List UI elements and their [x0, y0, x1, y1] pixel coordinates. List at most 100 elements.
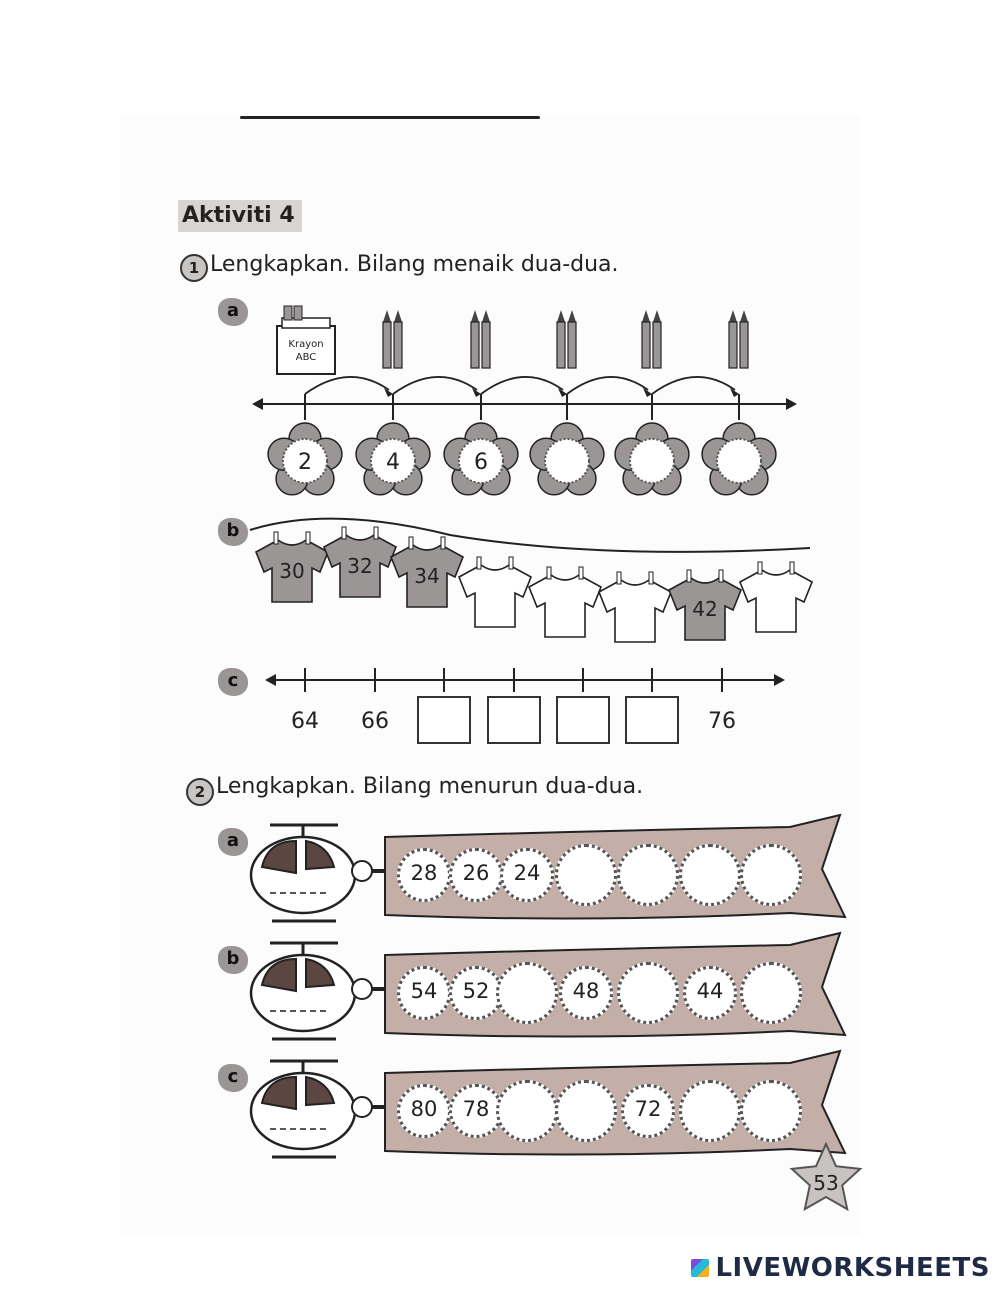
helicopter-window-icon [305, 839, 336, 871]
banner-number: 28 [410, 861, 438, 885]
shirt-number: 30 [279, 559, 304, 583]
flower-number: 4 [386, 450, 400, 475]
jump-arc [304, 376, 390, 395]
answer-circle[interactable] [740, 962, 802, 1024]
crayon-icon [382, 321, 392, 369]
question-1-number: 1 [180, 254, 208, 282]
question-1-text: Lengkapkan. Bilang menaik dua-dua. [210, 252, 619, 277]
question-2-text: Lengkapkan. Bilang menurun dua-dua. [216, 774, 644, 799]
jump-arc [392, 376, 478, 395]
answer-box[interactable] [625, 696, 679, 744]
crayon-icon [393, 321, 403, 369]
flower-answer-circle [544, 438, 590, 484]
shirt-number: 42 [692, 597, 717, 621]
shirt-icon [738, 569, 814, 633]
shirt-icon [457, 564, 533, 628]
answer-circle[interactable] [679, 1080, 741, 1142]
number-circle [500, 848, 554, 902]
footer-brand-text: LIVEWORKSHEETS [715, 1253, 990, 1283]
number-line-label: 76 [708, 709, 736, 734]
shirt-icon [597, 579, 673, 643]
arc-arrow-icon [643, 388, 652, 397]
crayon-icon [482, 310, 490, 322]
clothes-peg-icon [686, 569, 692, 583]
crayon-icon [394, 310, 402, 322]
clothes-peg-icon [341, 526, 347, 540]
helicopter-body-icon [249, 953, 357, 1033]
answer-circle[interactable] [679, 844, 741, 906]
crayon-icon [653, 310, 661, 322]
flower-answer-circle [629, 438, 675, 484]
tail-rotor-icon [351, 978, 373, 1000]
tail-rotor-icon [351, 860, 373, 882]
clothes-peg-icon [508, 556, 514, 570]
flower-answer-circle [716, 438, 762, 484]
number-circle [683, 966, 737, 1020]
clothes-peg-icon [408, 536, 414, 550]
q1-label-a: a [218, 298, 248, 326]
q2-label-c: c [218, 1064, 248, 1092]
number-circle [449, 848, 503, 902]
flower-answer-circle [458, 438, 504, 484]
banner-number: 26 [462, 861, 490, 885]
answer-circle[interactable] [617, 962, 679, 1024]
star-icon [789, 1141, 863, 1212]
banner-number: 48 [572, 979, 600, 1003]
crayon-icon [568, 310, 576, 322]
arc-arrow-icon [472, 388, 481, 397]
number-circle [449, 966, 503, 1020]
clothes-peg-icon [305, 531, 311, 545]
crayon-icon [471, 310, 479, 322]
clothes-peg-icon [440, 536, 446, 550]
number-line-label: 64 [291, 709, 319, 734]
clothes-peg-icon [273, 531, 279, 545]
page-number-group: 53 [789, 1141, 863, 1212]
number-circle [397, 966, 451, 1020]
shirt-icon [527, 574, 603, 638]
footer-brand: LIVEWORKSHEETS [691, 1253, 990, 1283]
banner-number: 54 [410, 979, 438, 1003]
banner-number: 72 [634, 1097, 662, 1121]
crayon-icon [641, 321, 651, 369]
answer-circle[interactable] [740, 1080, 802, 1142]
number-circle [397, 848, 451, 902]
answer-circle[interactable] [617, 844, 679, 906]
answer-circle[interactable] [496, 1080, 558, 1142]
answer-circle[interactable] [555, 1080, 617, 1142]
banner-number: 80 [410, 1097, 438, 1121]
arrow-right-icon [786, 398, 797, 410]
answer-circle[interactable] [740, 844, 802, 906]
clothes-peg-icon [616, 571, 622, 585]
arc-arrow-icon [730, 388, 739, 397]
number-circle [559, 966, 613, 1020]
helicopter-window-icon [305, 957, 336, 989]
crayon-icon [729, 310, 737, 322]
tail-rotor-icon [351, 1096, 373, 1118]
arc-arrow-icon [384, 388, 393, 397]
answer-circle[interactable] [555, 844, 617, 906]
clothes-peg-icon [648, 571, 654, 585]
answer-box[interactable] [487, 696, 541, 744]
helicopter-body-icon [249, 835, 357, 915]
q1-label-c: c [218, 668, 248, 696]
top-rule [240, 116, 540, 119]
banner-number: 78 [462, 1097, 490, 1121]
answer-box[interactable] [417, 696, 471, 744]
helicopter-window-icon [260, 957, 297, 993]
crayon-icon [470, 321, 480, 369]
crayon-icon [728, 321, 738, 369]
banner-number: 24 [513, 861, 541, 885]
q2-label-b: b [218, 946, 248, 974]
crayon-icon [383, 310, 391, 322]
activity-heading: Aktiviti 4 [178, 200, 302, 232]
arc-arrow-icon [558, 388, 567, 397]
liveworksheets-logo-icon [691, 1259, 710, 1277]
flower-answer-circle [282, 438, 328, 484]
helicopter-window-icon [260, 839, 297, 875]
answer-box[interactable] [556, 696, 610, 744]
clothesline [249, 517, 811, 553]
crayon-icon [481, 321, 491, 369]
answer-circle[interactable] [496, 962, 558, 1024]
crayon-box-icon [276, 325, 336, 375]
